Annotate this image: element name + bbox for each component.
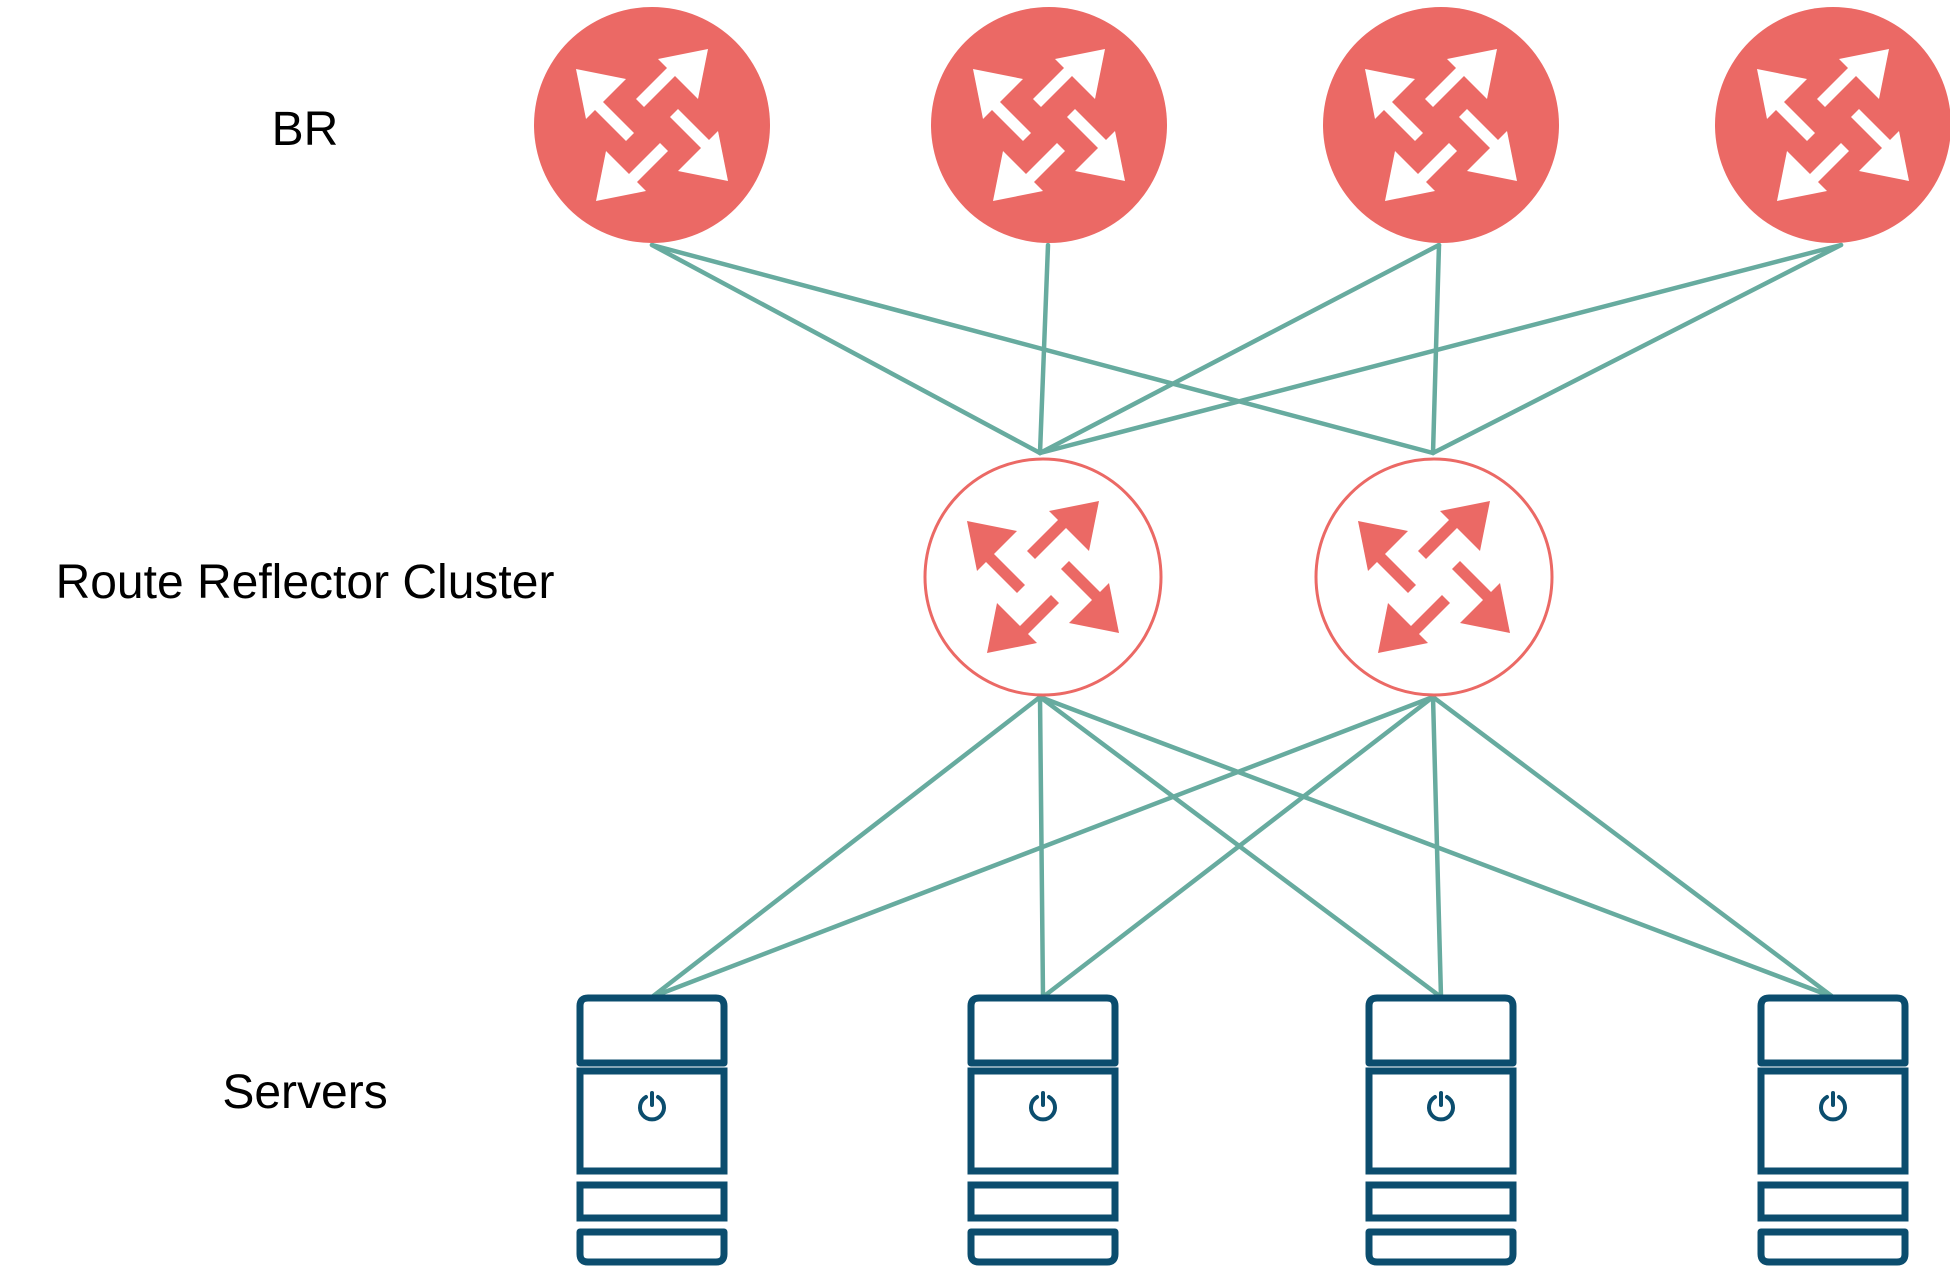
br-rr-link: [1430, 242, 1844, 456]
router-body: [923, 457, 1163, 697]
rr-server-link: [649, 694, 1043, 1000]
power-icon: [1427, 1091, 1455, 1122]
power-icon: [638, 1091, 666, 1122]
rr-server-link: [1430, 694, 1836, 1000]
rr-server-link: [1430, 694, 1444, 1000]
br-rr-link: [1037, 242, 1442, 456]
server-tier: [576, 994, 1909, 1266]
router-body: [931, 7, 1167, 243]
br-label: BR: [272, 103, 339, 156]
border-router-4[interactable]: [1715, 7, 1950, 243]
route-reflector-2[interactable]: [1314, 457, 1554, 697]
router-body: [1715, 7, 1950, 243]
router-body: [1314, 457, 1554, 697]
power-icon: [1029, 1091, 1057, 1122]
rr-server-link: [1040, 694, 1436, 1000]
border-router-2[interactable]: [931, 7, 1167, 243]
server-icon: [967, 994, 1119, 1266]
server-icon: [1365, 994, 1517, 1266]
links-layer: [649, 242, 1844, 1000]
border-router-3[interactable]: [1323, 7, 1559, 243]
server-2[interactable]: [967, 994, 1119, 1266]
router-body: [534, 7, 770, 243]
power-icon: [1819, 1091, 1847, 1122]
route-reflector-1[interactable]: [923, 457, 1163, 697]
server-1[interactable]: [576, 994, 728, 1266]
server-4[interactable]: [1757, 994, 1909, 1266]
border-router-tier: [534, 7, 1950, 243]
br-rr-link: [649, 242, 1043, 456]
rr-server-link: [649, 694, 1436, 1000]
br-rr-link: [1037, 242, 1051, 456]
server-3[interactable]: [1365, 994, 1517, 1266]
router-body: [1323, 7, 1559, 243]
route-reflector-label: Route Reflector Cluster: [56, 556, 555, 609]
br-rr-link: [1037, 242, 1844, 456]
border-router-1[interactable]: [534, 7, 770, 243]
server-icon: [576, 994, 728, 1266]
servers-label: Servers: [222, 1066, 387, 1119]
route-reflector-tier: [923, 457, 1554, 697]
server-icon: [1757, 994, 1909, 1266]
